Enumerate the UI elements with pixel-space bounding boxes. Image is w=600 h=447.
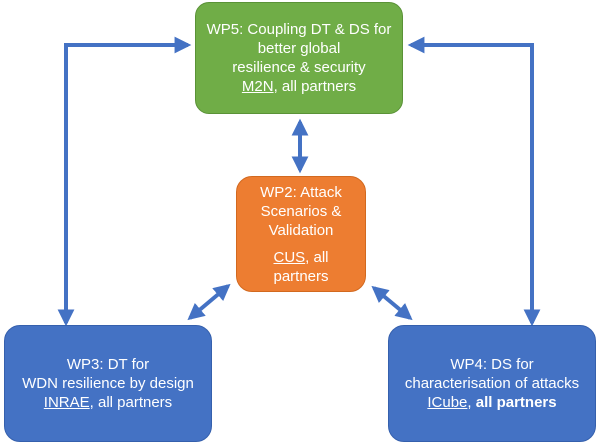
- wp2-box: WP2: Attack Scenarios & Validation CUS, …: [236, 176, 366, 292]
- arrow-wp2-wp4: [371, 285, 413, 321]
- wp2-line-3: Validation: [268, 221, 334, 239]
- wp4-lead-line: ICube, all partners: [427, 393, 556, 412]
- wp5-line-3: resilience & security: [232, 59, 366, 76]
- wp4-separator: ,: [467, 394, 476, 411]
- wp5-lead-partner: M2N: [241, 78, 274, 95]
- wp4-partners: all partners: [475, 394, 557, 411]
- wp3-partners: , all partners: [89, 394, 173, 411]
- wp5-line-1: WP5: Coupling DT & DS for: [206, 21, 392, 38]
- wp3-line-2: WDN resilience by design: [22, 375, 194, 392]
- wp4-box: WP4: DS for characterisation of attacks …: [388, 325, 596, 442]
- wp5-line-2: better global: [257, 40, 341, 57]
- wp2-partners: , all: [305, 248, 329, 266]
- wp2-partners-tail: partners: [273, 267, 329, 285]
- wp3-lead-line: INRAE, all partners: [44, 393, 172, 412]
- wp4-line-2: characterisation of attacks: [404, 375, 580, 392]
- wp5-box: WP5: Coupling DT & DS for better global …: [195, 2, 403, 114]
- wp2-line-2: Scenarios &: [260, 202, 342, 220]
- wp4-line-1: WP4: DS for: [450, 356, 534, 373]
- wp5-partners: , all partners: [273, 78, 357, 95]
- wp3-lead-partner: INRAE: [43, 394, 90, 411]
- wp2-lead-line: CUS, all: [273, 248, 328, 267]
- wp5-lead-line: M2N, all partners: [242, 77, 356, 96]
- wp4-lead-partner: ICube: [427, 394, 468, 411]
- arrow-wp4-wp5: [407, 36, 541, 327]
- arrow-wp3-wp5: [57, 36, 192, 327]
- wp3-line-1: WP3: DT for: [66, 356, 150, 373]
- wp2-lead-partner: CUS: [273, 248, 306, 266]
- wp3-box: WP3: DT for WDN resilience by design INR…: [4, 325, 212, 442]
- arrow-wp2-wp3: [187, 283, 231, 321]
- wp2-line-1: WP2: Attack: [260, 183, 342, 201]
